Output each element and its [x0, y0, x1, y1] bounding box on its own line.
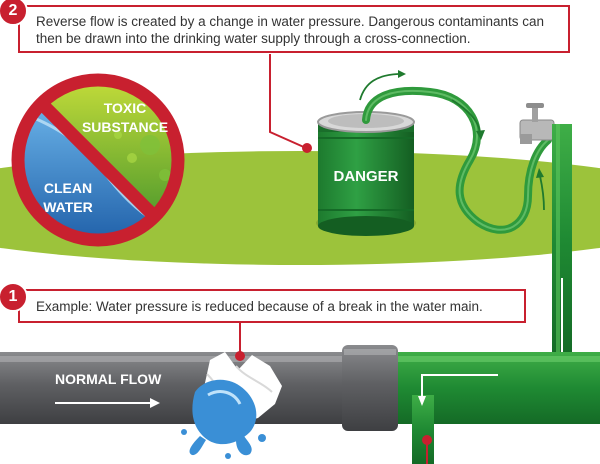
- toxic-label-line2: SUBSTANCE: [82, 119, 168, 135]
- callout-1-dot: [235, 351, 245, 361]
- callout-step-1-text: Example: Water pressure is reduced becau…: [36, 299, 483, 314]
- danger-tank: DANGER: [316, 111, 416, 236]
- clean-label-line1: CLEAN: [44, 180, 92, 196]
- clean-label-line2: WATER: [43, 199, 93, 215]
- pipe-break: [181, 352, 282, 459]
- warning-sign: TOXIC SUBSTANCE CLEAN WATER: [11, 73, 185, 247]
- callout-step-2: Reverse flow is created by a change in w…: [18, 5, 570, 53]
- water-main-gray: [0, 345, 398, 431]
- callout-2-connector: [269, 54, 307, 149]
- normal-flow-label: NORMAL FLOW: [55, 371, 162, 387]
- backflow-arrows: [359, 70, 545, 211]
- callout-step-2-text: Reverse flow is created by a change in w…: [36, 14, 545, 46]
- tank-label: DANGER: [333, 168, 398, 185]
- normal-flow-arrow: [55, 398, 160, 408]
- callout-step-1: Example: Water pressure is reduced becau…: [18, 289, 526, 323]
- step-1-badge: 1: [0, 282, 28, 312]
- step-2-badge: 2: [0, 0, 28, 26]
- callout-2-dot: [302, 143, 312, 153]
- faucet: [519, 103, 555, 144]
- toxic-label-line1: TOXIC: [104, 100, 147, 116]
- water-main-green: [398, 352, 600, 464]
